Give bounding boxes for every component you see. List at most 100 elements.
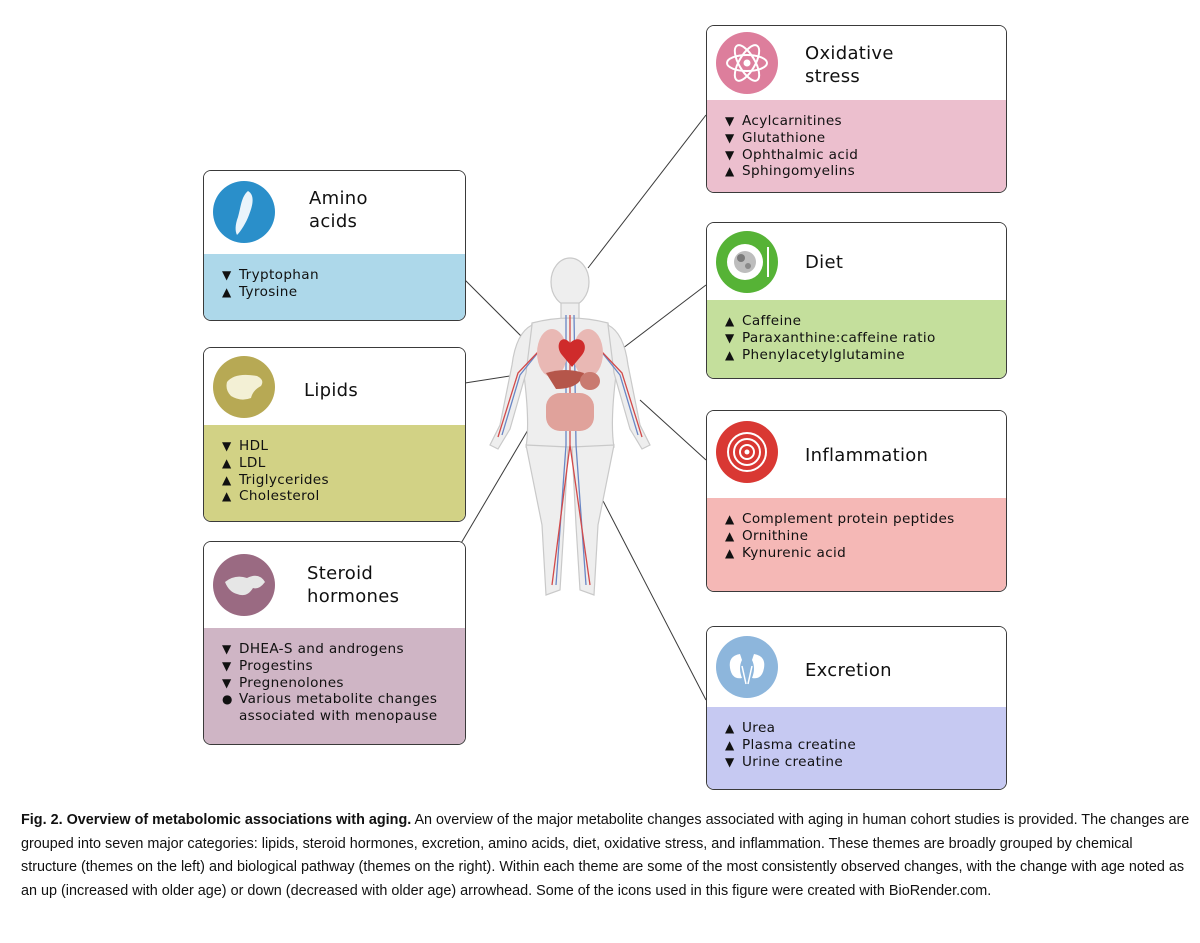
metabolite-item: ▲ Tyrosine [222,284,465,301]
plate-icon [716,231,778,293]
kidney-icon [716,636,778,698]
metabolite-label: Urine creatine [742,753,844,770]
up-arrow-icon: ▲ [725,737,735,752]
human-body-illustration [489,257,651,596]
gland-icon [213,554,275,616]
steroid-hormones-card: Steroid hormones ▼ DHEA-S and androgens ▼ P… [203,541,466,745]
down-arrow-icon: ▼ [222,642,232,656]
up-arrow-icon: ▲ [222,472,232,487]
card-title: Inflammation [805,445,929,466]
metabolite-label: Tyrosine [239,283,298,300]
card-title: Diet [805,252,844,273]
down-arrow-icon: ▼ [222,675,232,690]
metabolite-item: ▲Plasma creatine [725,737,1006,754]
left-arm [489,323,533,450]
up-arrow-icon: ▲ [725,347,735,362]
connector-amino [464,279,529,344]
muscle-icon [213,181,275,243]
caption-label: Fig. 2. Overview of metabolomic associat… [21,812,412,828]
metabolite-label: Phenylacetylglutamine [742,346,905,363]
down-arrow-icon: ▼ [222,658,232,673]
metabolite-item: ▼ Ophthalmic acid [725,147,1006,164]
lipids-card: Lipids ▼ HDL ▲ LDL ▲ Triglycerides ▲ Cholestero… [203,347,466,522]
atom-icon [716,32,778,94]
metabolite-label: Progestins [239,657,313,674]
card-title: Excretion [805,660,892,681]
intestines [546,393,594,431]
heart [558,339,585,367]
down-arrow-icon: ▼ [725,130,735,145]
card-title: Steroid hormones [307,563,400,607]
up-arrow-icon: ▲ [222,455,232,470]
metabolite-label: Urea [742,720,776,736]
metabolite-item: ▼Glutathione [725,130,1006,147]
metabolite-label: Various metabolite changes associated wi… [239,691,438,725]
right-arm [607,323,651,450]
metabolite-label: Paraxanthine:caffeine ratio [742,329,936,346]
up-arrow-icon: ▲ [725,314,735,328]
metabolite-label: LDL [239,454,266,471]
metabolite-label: Acylcarnitines [742,113,842,129]
card-body: ▲Caffeine▼Paraxanthine:caffeine ratio▲Ph… [707,300,1006,378]
connector-oxidative [587,114,707,269]
card-body: ▼ DHEA-S and androgens ▼ Progestins ▼ Pregnen… [204,628,465,744]
connector-excretion [599,494,707,701]
right-leg [571,444,615,596]
liver [546,370,584,389]
metabolite-label: Pregnenolones [239,674,344,691]
metabolite-item: ▲ Ornithine [725,528,1006,545]
card-body: ▼ HDL ▲ LDL ▲ Triglycerides ▲ Cholesterol [204,425,465,521]
down-arrow-icon: ▼ [222,439,232,453]
card-body: ▼Acylcarnitines▼Glutathione▼Ophthalmic a… [707,100,1006,192]
inflammation-card: Inflammation ▲ Complement protein peptide… [706,410,1007,592]
target-icon [716,421,778,483]
card-title: Lipids [304,380,359,401]
liver-icon [213,356,275,418]
down-arrow-icon: ▼ [725,114,735,128]
metabolite-label: DHEA-S and androgens [239,641,404,657]
up-arrow-icon: ▲ [725,512,735,526]
card-body: ▲Urea▲Plasma creatine▼Urine creatine [707,707,1006,789]
diet-card: Diet ▲Caffeine▼Paraxanthine:caffeine rat… [706,222,1007,379]
metabolite-label: Triglycerides [239,471,329,488]
metabolite-item: ▼ Tryptophan [222,267,465,284]
metabolite-item: ▼Paraxanthine:caffeine ratio [725,330,1006,347]
metabolite-item: ▲Urea [725,720,1006,737]
bullet-icon: ● [222,692,233,707]
metabolite-label: Ornithine [742,527,809,544]
down-arrow-icon: ▼ [222,268,232,282]
arteries [497,315,643,586]
caption-text: An overview of the major metabolite chan… [21,812,1190,899]
metabolite-label: Ophthalmic acid [742,146,859,163]
metabolite-item: ● Various metabolite changes associated w… [222,691,465,725]
figure-caption: Fig. 2. Overview of metabolomic associat… [21,809,1191,903]
metabolite-label: Tryptophan [239,267,319,283]
metabolite-item: ▲Kynurenic acid [725,545,1006,562]
metabolite-item: ▼ Acylcarnitines [725,113,1006,130]
connector-diet [609,284,707,359]
down-arrow-icon: ▼ [725,147,735,162]
up-arrow-icon: ▲ [725,528,735,543]
metabolite-item: ▼Urine creatine [725,754,1006,771]
card-body: ▲ Complement protein peptides ▲ Ornithine▲K… [707,498,1006,591]
up-arrow-icon: ▲ [222,489,232,504]
excretion-card: Excretion ▲Urea▲Plasma creatine▼Urine cr… [706,626,1007,790]
card-title: Amino acids [309,188,368,232]
metabolite-label: Kynurenic acid [742,544,847,561]
metabolite-label: Cholesterol [239,488,320,505]
metabolite-label: Complement protein peptides [742,511,955,527]
metabolite-item: ▲ Cholesterol [222,488,465,505]
metabolite-item: ▲ Triglycerides [222,472,465,489]
metabolite-item: ▲ LDL [222,455,465,472]
left-leg [525,444,569,596]
metabolite-item: ▼ DHEA-S and androgens [222,641,465,658]
metabolite-item: ▲ Complement protein peptides [725,511,1006,528]
metabolite-item: ▼ Progestins [222,658,465,675]
metabolite-item: ▲ Phenylacetylglutamine [725,347,1006,364]
metabolite-label: HDL [239,438,269,454]
veins [501,314,639,586]
metabolite-label: Sphingomyelins [742,163,856,180]
metabolite-item: ▲Sphingomyelins [725,163,1006,180]
up-arrow-icon: ▲ [222,284,232,299]
